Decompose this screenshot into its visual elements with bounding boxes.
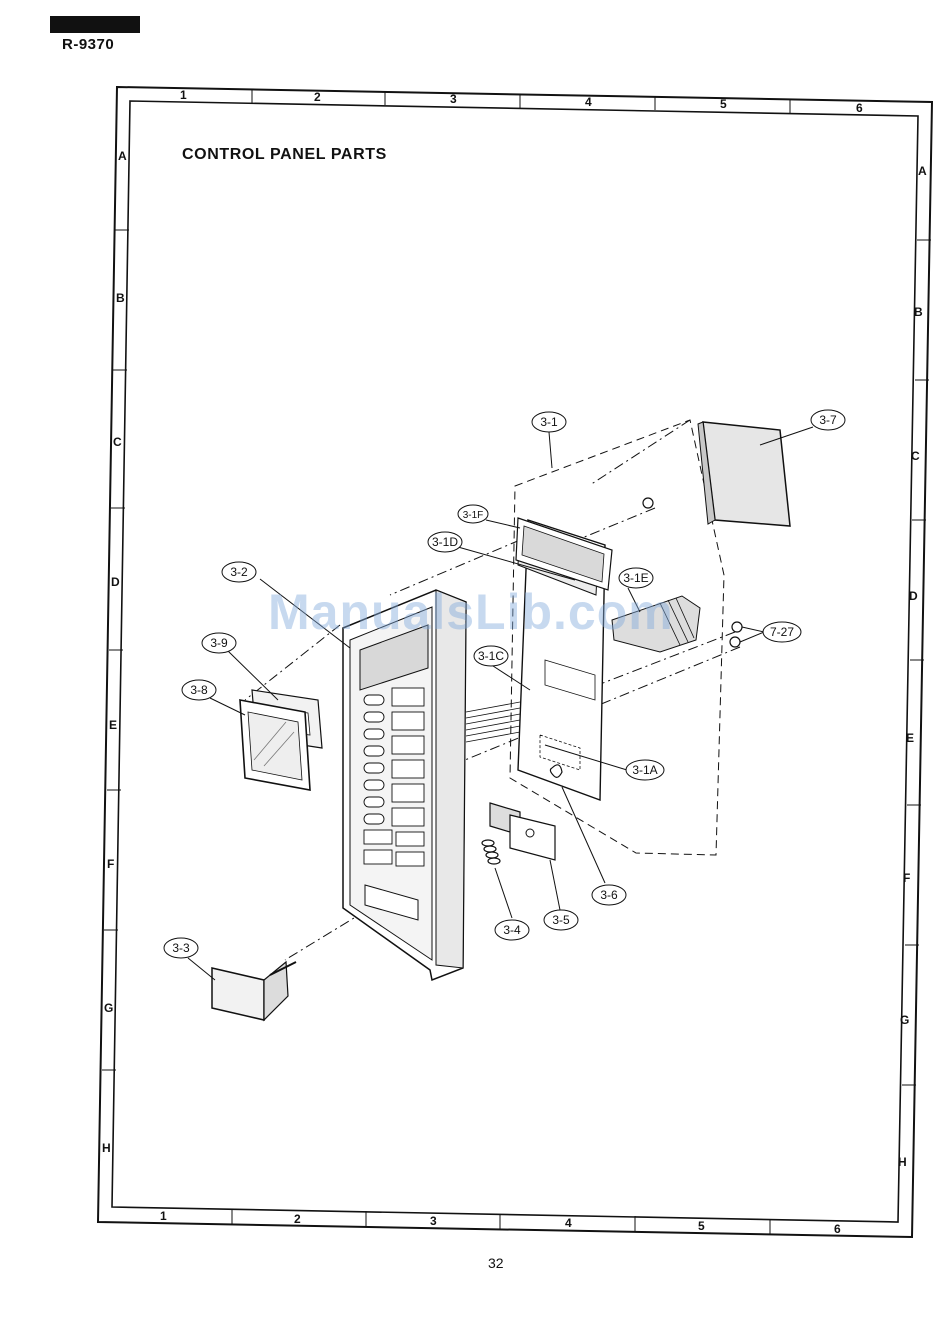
row-label-right-E: E bbox=[906, 731, 914, 745]
callout-3-8: 3-8 bbox=[190, 683, 208, 697]
col-label-bottom-3: 3 bbox=[430, 1214, 437, 1228]
col-label-bottom-4: 4 bbox=[565, 1216, 572, 1230]
col-label-bottom-2: 2 bbox=[294, 1212, 301, 1226]
row-label-left-B: B bbox=[116, 291, 125, 305]
col-label-top-6: 6 bbox=[856, 101, 863, 115]
col-label-bottom-6: 6 bbox=[834, 1222, 841, 1236]
outer-frame bbox=[98, 87, 932, 1237]
row-label-left-F: F bbox=[107, 857, 114, 871]
row-label-right-A: A bbox=[918, 164, 927, 178]
callout-3-2: 3-2 bbox=[230, 565, 248, 579]
row-label-right-C: C bbox=[911, 449, 920, 463]
callout-3-1C: 3-1C bbox=[478, 649, 504, 663]
col-label-top-1: 1 bbox=[180, 88, 187, 102]
col-label-bottom-1: 1 bbox=[160, 1209, 167, 1223]
row-label-left-E: E bbox=[109, 718, 117, 732]
spring-part bbox=[482, 840, 500, 864]
col-label-top-2: 2 bbox=[314, 90, 321, 104]
row-label-right-D: D bbox=[909, 589, 918, 603]
callout-3-5: 3-5 bbox=[552, 913, 570, 927]
row-label-left-H: H bbox=[102, 1141, 111, 1155]
callout-3-6: 3-6 bbox=[600, 888, 618, 902]
callout-3-1D: 3-1D bbox=[432, 535, 458, 549]
row-label-right-F: F bbox=[903, 871, 910, 885]
switch-lever-part bbox=[490, 803, 555, 860]
row-label-left-G: G bbox=[104, 1001, 113, 1015]
row-label-left-A: A bbox=[118, 149, 127, 163]
row-label-right-H: H bbox=[898, 1155, 907, 1169]
page-number: 32 bbox=[488, 1255, 504, 1271]
assembly-lines bbox=[245, 420, 740, 960]
callout-3-4: 3-4 bbox=[503, 923, 521, 937]
col-label-top-5: 5 bbox=[720, 97, 727, 111]
col-label-bottom-5: 5 bbox=[698, 1219, 705, 1233]
top-ticks bbox=[252, 89, 790, 113]
watermark: ManualsLib.com bbox=[268, 583, 674, 641]
callout-3-1F: 3-1F bbox=[463, 510, 484, 521]
callout-3-1: 3-1 bbox=[540, 415, 558, 429]
row-label-right-G: G bbox=[900, 1013, 909, 1027]
door-open-button-part bbox=[212, 962, 296, 1020]
col-label-top-3: 3 bbox=[450, 92, 457, 106]
callout-3-7: 3-7 bbox=[819, 413, 837, 427]
callout-7-27: 7-27 bbox=[770, 625, 794, 639]
row-label-left-C: C bbox=[113, 435, 122, 449]
inner-frame bbox=[112, 101, 918, 1222]
callout-3-9: 3-9 bbox=[210, 636, 228, 650]
diagram-title: CONTROL PANEL PARTS bbox=[182, 146, 387, 164]
row-label-right-B: B bbox=[914, 305, 923, 319]
callout-3-1A: 3-1A bbox=[632, 763, 657, 777]
display-window-lens bbox=[240, 700, 310, 790]
col-label-top-4: 4 bbox=[585, 95, 592, 109]
callout-3-3: 3-3 bbox=[172, 941, 190, 955]
sponge-cushion bbox=[698, 422, 790, 526]
row-label-left-D: D bbox=[111, 575, 120, 589]
